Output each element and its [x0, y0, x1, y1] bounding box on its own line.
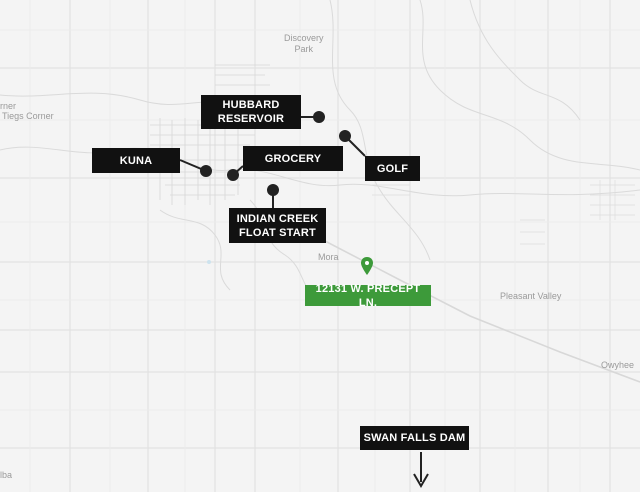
place-label-tiegs-corner: Tiegs Corner [2, 111, 54, 121]
place-label-corner: rner [0, 101, 17, 111]
indian-creek-label[interactable]: INDIAN CREEK FLOAT START [229, 208, 326, 243]
kuna-label[interactable]: KUNA [92, 148, 180, 173]
property-address-label[interactable]: 12131 W. PRECEPT LN. [305, 283, 431, 309]
place-label-mora: Mora [318, 252, 339, 262]
place-label-elba: lba [0, 470, 13, 480]
place-label-discovery-park: Discovery Park [284, 33, 324, 54]
golf-label[interactable]: GOLF [365, 156, 420, 181]
swan-falls-dam-label[interactable]: SWAN FALLS DAM [360, 426, 469, 450]
place-label-pleasant-valley: Pleasant Valley [500, 291, 562, 301]
place-label-owyhee: Owyhee [601, 360, 635, 370]
hubbard-reservoir-label[interactable]: HUBBARD RESERVOIR [201, 95, 301, 129]
grocery-label[interactable]: GROCERY [243, 146, 343, 171]
